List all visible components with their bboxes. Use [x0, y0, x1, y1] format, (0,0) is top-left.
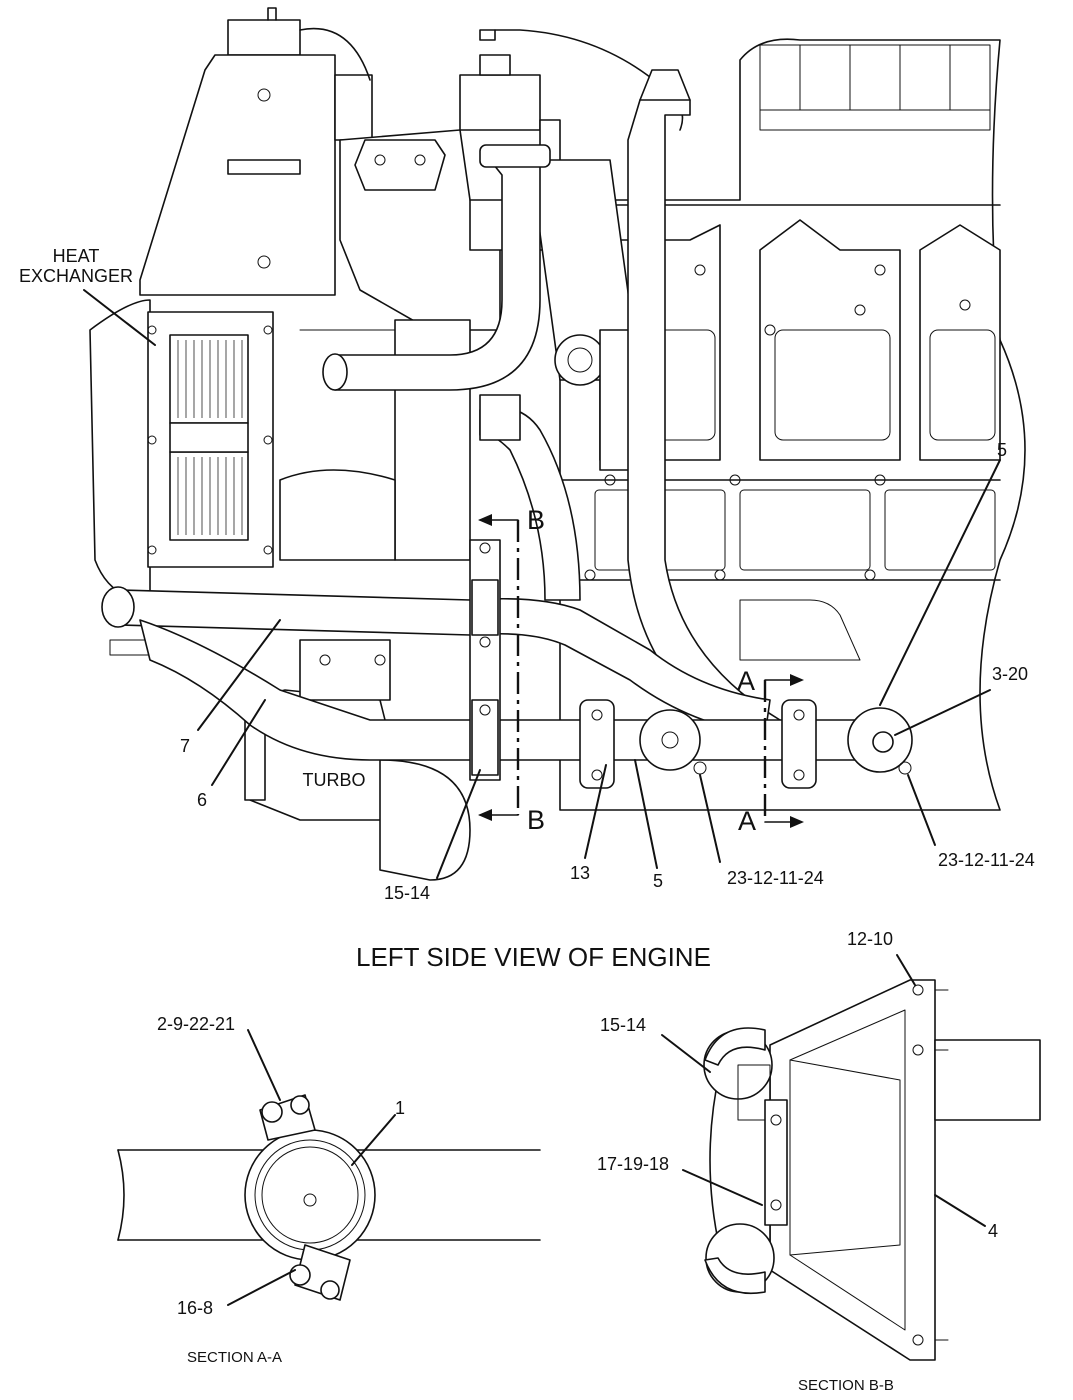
- callout-17-19-18: 17-19-18: [597, 1154, 669, 1174]
- callout-5-bottom: 5: [653, 871, 663, 891]
- callout-7: 7: [180, 736, 190, 756]
- section-marker-a-top: A: [737, 666, 755, 696]
- elbow-pipe: [322, 144, 551, 391]
- vertical-coolant-pipe: [627, 69, 781, 741]
- callout-13: 13: [570, 863, 590, 883]
- turbo-label: TURBO: [303, 770, 366, 790]
- section-marker-a-bottom: A: [738, 806, 756, 836]
- main-leader-lines: [83, 289, 1001, 879]
- section-cut-b: [478, 514, 520, 821]
- section-bb-detail: [661, 954, 1041, 1361]
- callout-23-12-11-24-a: 23-12-11-24: [727, 868, 824, 888]
- section-aa-title: SECTION A-A: [187, 1349, 282, 1366]
- heat-exchanger-core: [89, 299, 274, 601]
- section-aa-detail: [117, 1029, 541, 1306]
- callout-5-top: 5: [997, 440, 1007, 460]
- exhaust-pipe-6: [139, 619, 913, 775]
- callout-6: 6: [197, 790, 207, 810]
- section-bb-title: SECTION B-B: [798, 1377, 894, 1394]
- callout-1: 1: [395, 1098, 405, 1118]
- callout-23-12-11-24-b: 23-12-11-24: [938, 850, 1035, 870]
- callout-4: 4: [988, 1221, 998, 1241]
- main-view-title: LEFT SIDE VIEW OF ENGINE: [356, 942, 711, 972]
- expansion-tank: [139, 7, 373, 296]
- callout-12-10: 12-10: [847, 929, 893, 949]
- heat-exchanger-label-line2: EXCHANGER: [19, 266, 133, 286]
- callout-15-14-main: 15-14: [384, 883, 430, 903]
- section-marker-b-top: B: [527, 505, 545, 535]
- center-accessories: [279, 29, 684, 561]
- section-cut-a: [763, 674, 804, 828]
- diagonal-pipe: [479, 394, 581, 601]
- engine-block: [559, 38, 1026, 811]
- callout-15-14-section: 15-14: [600, 1015, 646, 1035]
- heat-exchanger-label-line1: HEAT: [53, 246, 100, 266]
- callout-2-9-22-21: 2-9-22-21: [157, 1014, 235, 1034]
- section-marker-b-bottom: B: [527, 805, 545, 835]
- callout-3-20: 3-20: [992, 664, 1028, 684]
- callout-16-8: 16-8: [177, 1298, 213, 1318]
